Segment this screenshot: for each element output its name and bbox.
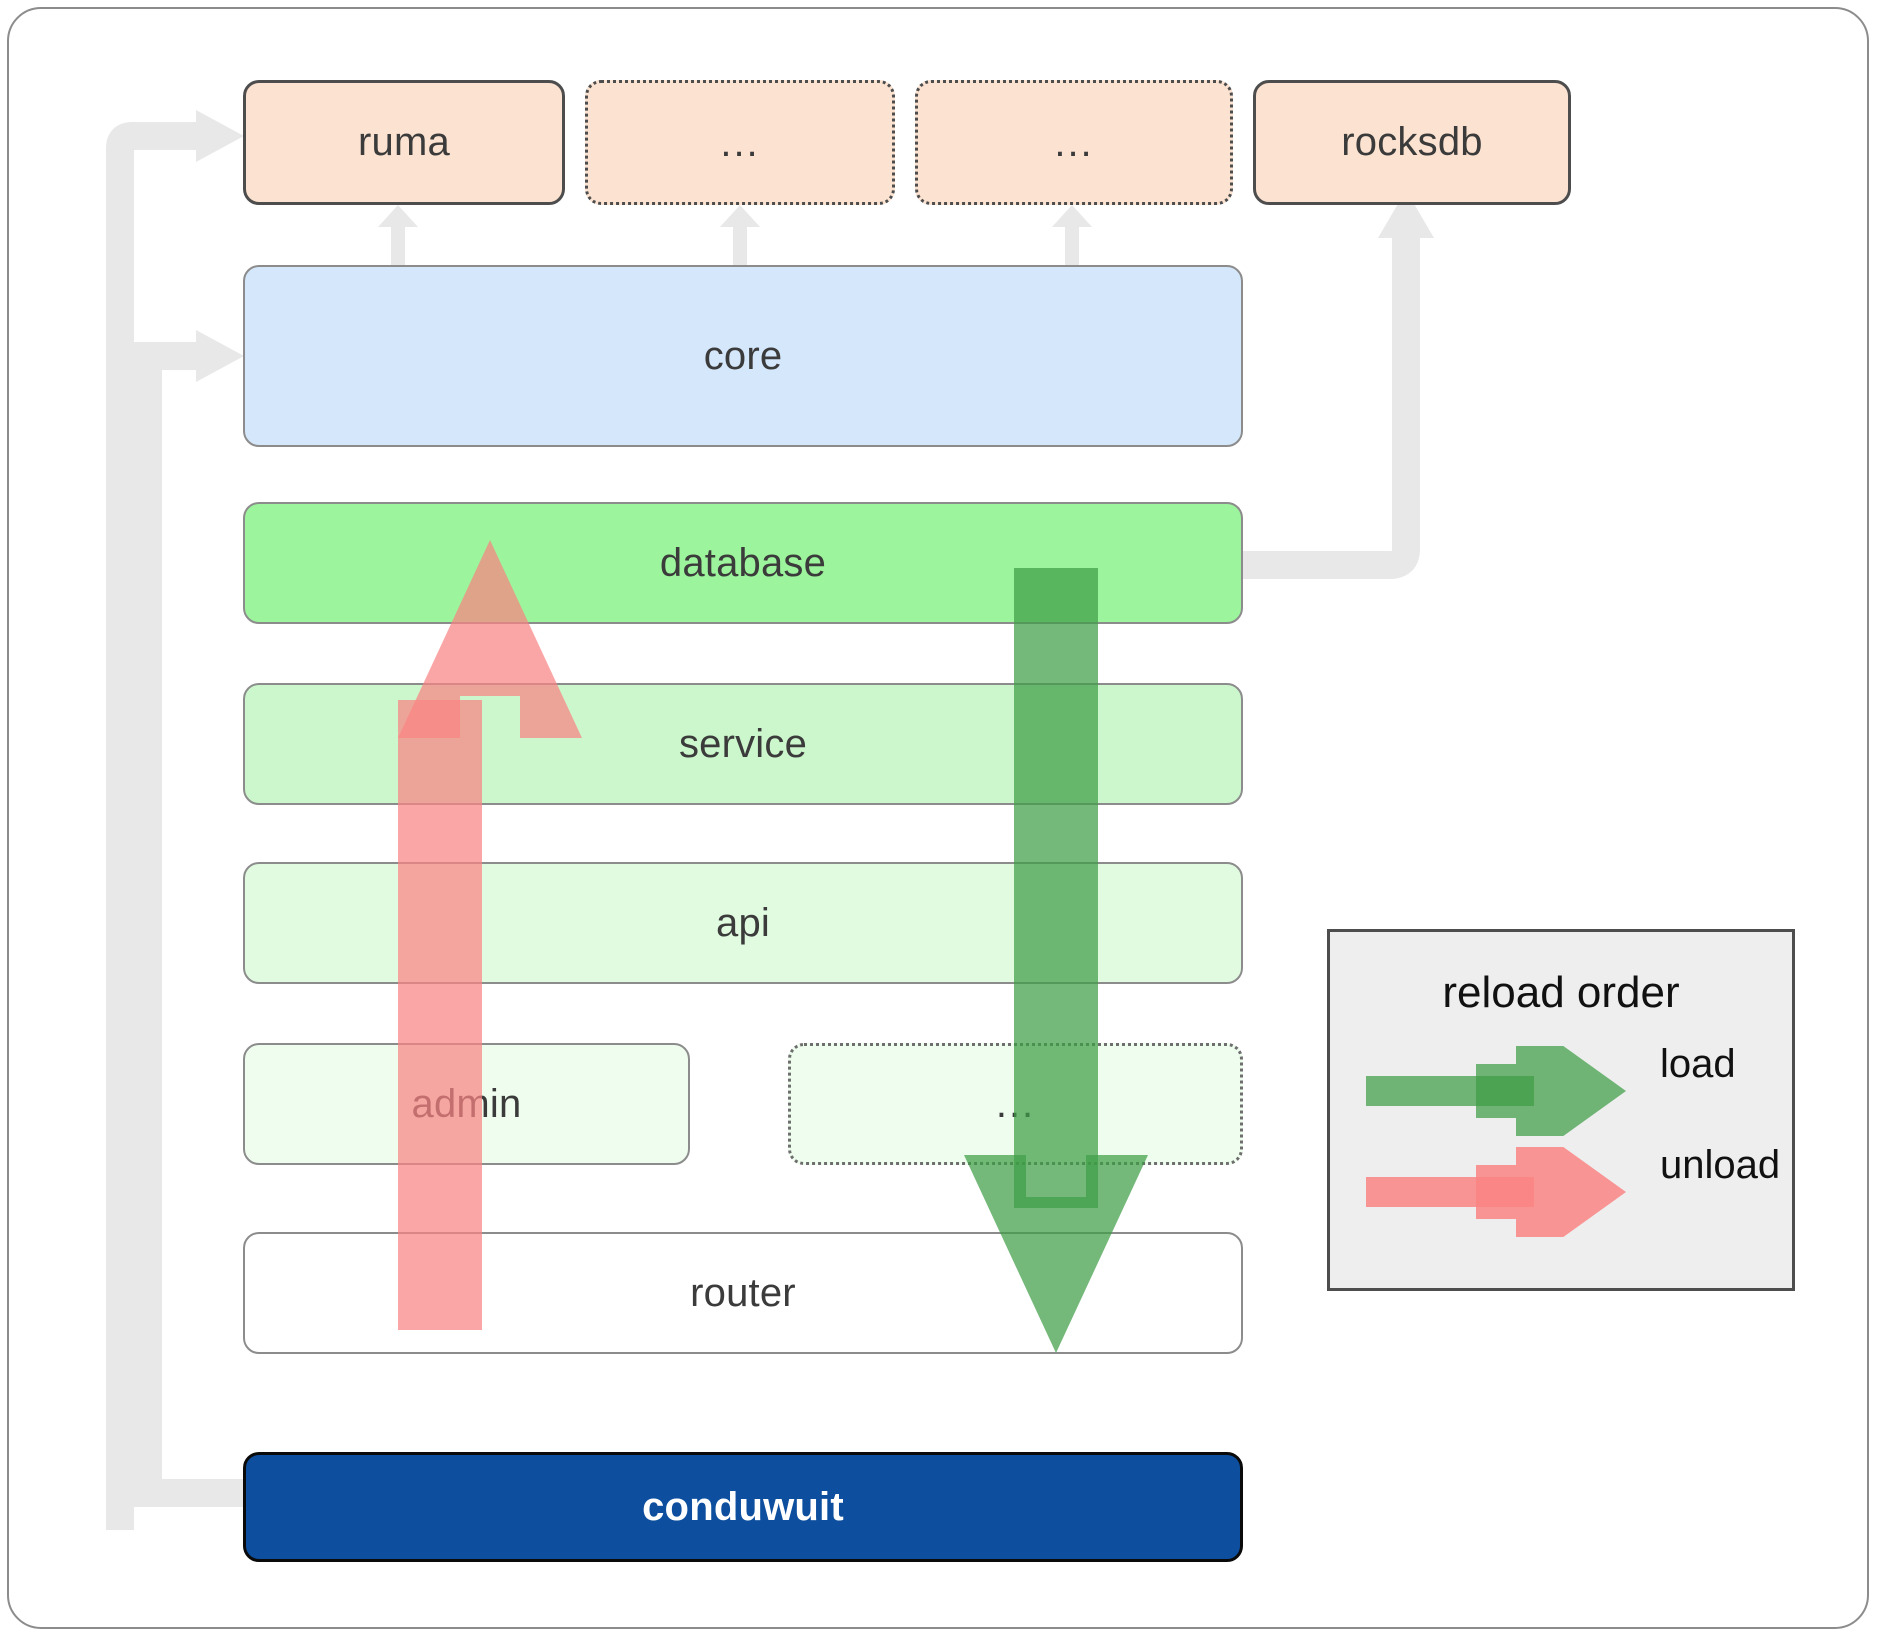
node-rocksdb[interactable]: rocksdb bbox=[1253, 80, 1571, 205]
node-dep-dots-1[interactable]: ... bbox=[585, 80, 895, 205]
legend-load-label: load bbox=[1660, 1042, 1736, 1086]
node-api-label: api bbox=[716, 900, 770, 945]
node-service-label: service bbox=[678, 721, 808, 766]
node-database-label: database bbox=[659, 540, 827, 585]
node-dep-dots-2[interactable]: ... bbox=[915, 80, 1233, 205]
node-ruma[interactable]: ruma bbox=[243, 80, 565, 205]
legend-title: reload order bbox=[1442, 968, 1680, 1017]
legend-panel: reload order load unload bbox=[1327, 929, 1795, 1291]
legend-unload-label: unload bbox=[1660, 1143, 1781, 1187]
node-rocksdb-label: rocksdb bbox=[1341, 120, 1483, 164]
connector-conduwuit-to-ruma-and-core bbox=[106, 110, 245, 1530]
node-router-label: router bbox=[690, 1270, 796, 1315]
node-core[interactable]: core bbox=[243, 265, 1243, 447]
connector-core-to-dep-dots-2 bbox=[1052, 205, 1092, 267]
node-core-label: core bbox=[703, 333, 783, 378]
legend-unload-arrow-icon bbox=[1366, 1147, 1626, 1237]
arrow-load bbox=[964, 568, 1148, 1353]
node-conduwuit-label: conduwuit bbox=[642, 1484, 844, 1529]
connector-core-to-ruma bbox=[378, 205, 418, 267]
node-ruma-label: ruma bbox=[358, 120, 450, 164]
connector-database-to-rocksdb bbox=[1240, 190, 1434, 579]
arrow-unload bbox=[398, 540, 582, 1330]
connector-core-to-dep-dots-1 bbox=[720, 205, 760, 267]
node-conduwuit[interactable]: conduwuit bbox=[243, 1452, 1243, 1562]
node-dep-dots-1-label: ... bbox=[720, 120, 760, 165]
node-dep-dots-2-label: ... bbox=[1054, 120, 1094, 165]
legend-load-arrow-icon bbox=[1366, 1046, 1626, 1136]
